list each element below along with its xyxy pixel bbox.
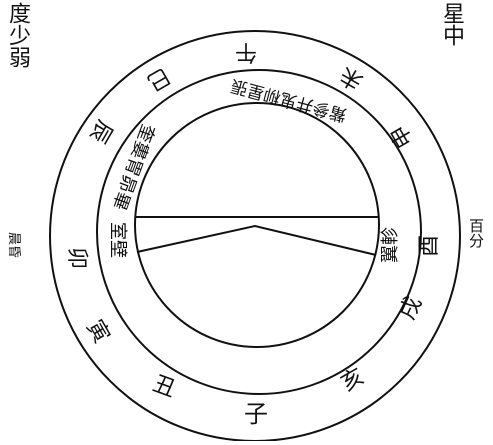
mansions-right: 翼軫 xyxy=(380,227,401,263)
mansions-upper: 觜參井鬼柳星張 xyxy=(229,75,349,125)
inner-circle xyxy=(134,102,380,348)
branch-chou: 丑 xyxy=(150,371,179,402)
peak-line xyxy=(136,224,377,256)
branch-mao: 卯 xyxy=(64,247,89,269)
mansions-lower-left: 室壁 xyxy=(107,222,128,258)
corner-top-left: 度少弱 xyxy=(5,2,30,68)
middle-circle xyxy=(96,69,422,395)
branch-xu: 戌 xyxy=(395,293,427,324)
branch-chen: 辰 xyxy=(84,115,117,147)
branch-zi: 子 xyxy=(244,400,268,428)
branch-wu: 午 xyxy=(235,39,257,64)
corner-right-edge: 百分 xyxy=(467,218,485,248)
branch-yin: 寅 xyxy=(81,316,114,348)
corner-top-right: 星中 xyxy=(439,2,464,46)
branch-you: 酉 xyxy=(417,235,442,257)
branch-hai: 亥 xyxy=(337,364,369,397)
branch-si: 巳 xyxy=(142,62,174,95)
branch-wei: 未 xyxy=(336,61,368,94)
branch-shen: 申 xyxy=(386,120,419,152)
side-note: 晨昏 xyxy=(6,232,21,258)
